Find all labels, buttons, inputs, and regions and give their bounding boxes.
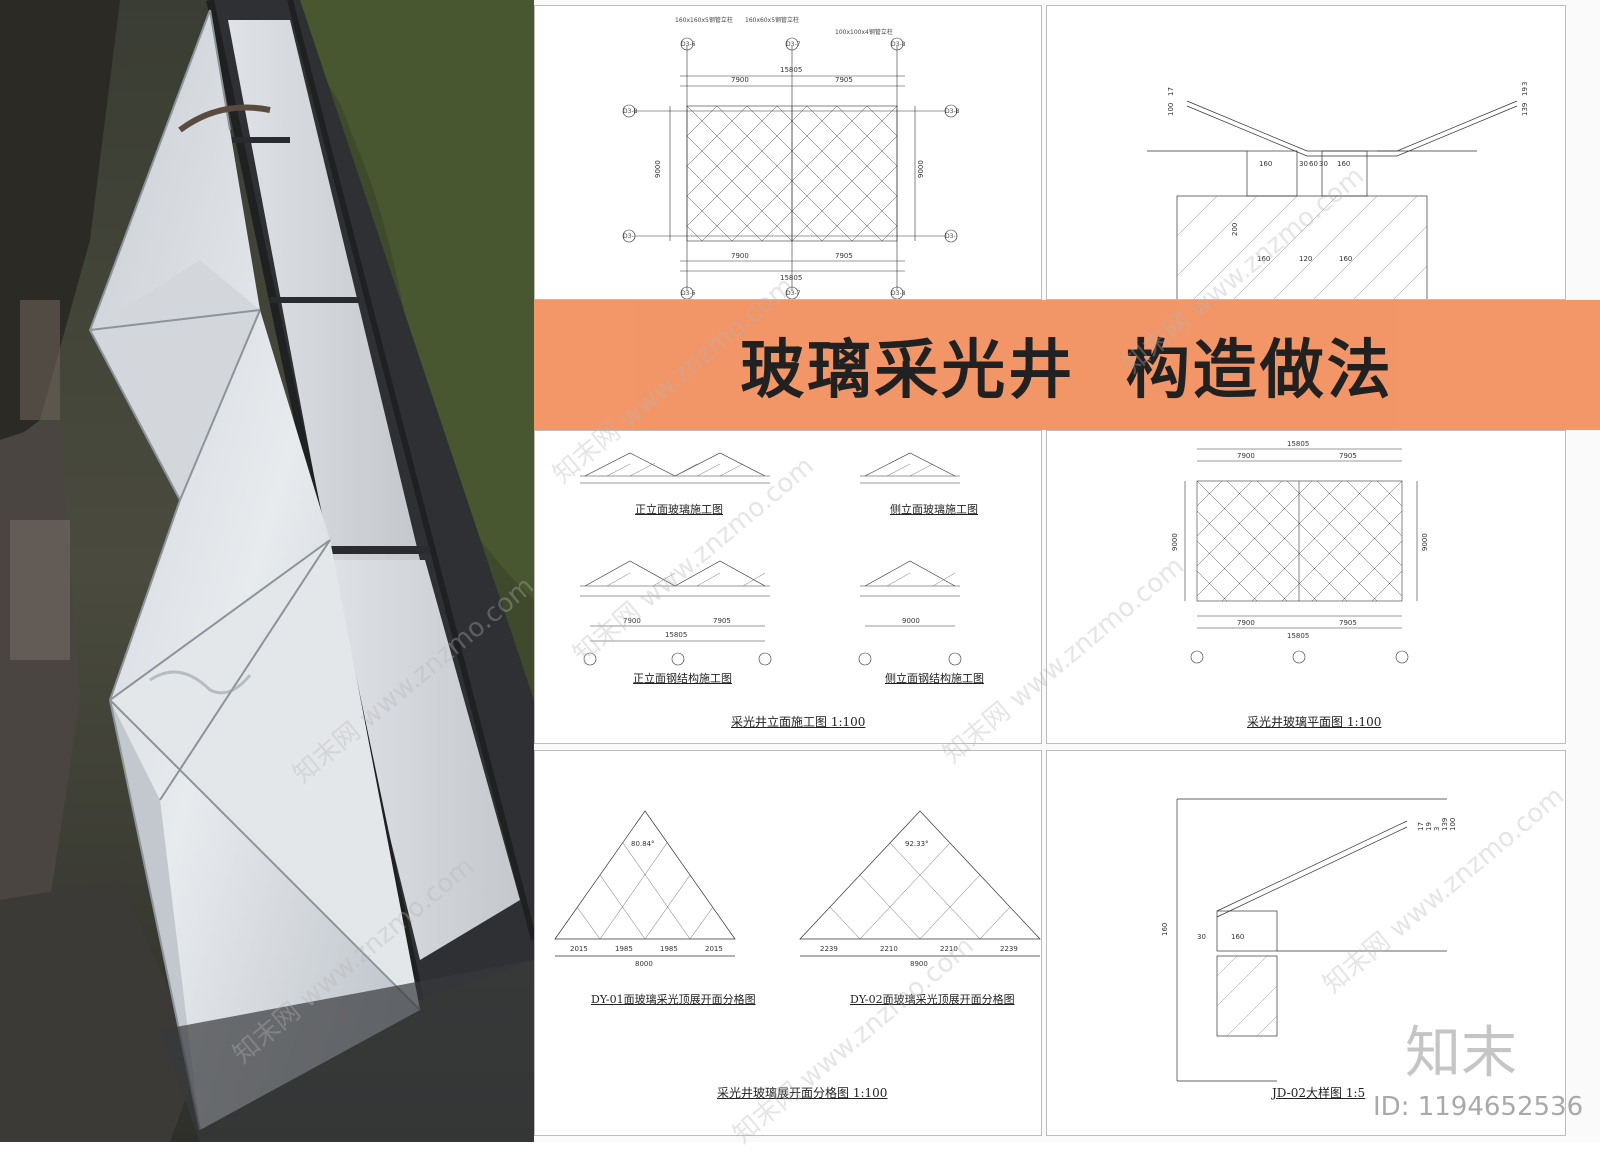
unfold-panel: 80.84° 92.33° 2015 1985 1985 2015 8000 2… (534, 750, 1042, 1136)
dim-label: 2239 (1000, 945, 1018, 953)
note-label: 100x100x4钢管立柱 (835, 28, 893, 36)
caption-side-steel: 侧立面钢结构施工图 (885, 672, 984, 685)
dim-label: 7900 (1237, 452, 1255, 460)
section-panel: 160 30 60 30 160 160 120 160 200 100 17 … (1046, 5, 1566, 300)
dim-label: 30 (1319, 160, 1328, 168)
dim-label: 15805 (665, 631, 687, 639)
caption-detail: JD-02大样图 1:5 (1272, 1086, 1366, 1100)
dim-label: 7900 (623, 617, 641, 625)
dim-label: 7905 (1339, 452, 1357, 460)
dim-label: 160 (1231, 933, 1244, 941)
axis-label: D3-8 (891, 290, 906, 297)
elevation-panel: 7900 7905 15805 9000 正立面玻璃施工图 侧立面玻璃施工图 正… (534, 430, 1042, 744)
axis-label: D3-6 (681, 290, 696, 297)
drawing-sheet: D3-6 D3-7 D3-8 D3-6 D3-7 D3-8 D3-B D3-J … (534, 0, 1600, 1142)
dim-label: 1985 (615, 945, 633, 953)
dim-label: 7905 (713, 617, 731, 625)
skylight-photo (0, 0, 534, 1142)
dim-label: 17 (1167, 87, 1175, 96)
dim-label: 7905 (835, 76, 853, 84)
dim-label: 160 (1259, 160, 1272, 168)
dim-label: 17 (1417, 822, 1425, 831)
dim-label: 30 (1299, 160, 1308, 168)
dim-label: 3 (1433, 827, 1441, 831)
axis-label: D3-B (623, 108, 638, 115)
dim-label: 8000 (635, 960, 653, 968)
dim-label: 8900 (910, 960, 928, 968)
glass-plan-panel: 7900 7905 15805 7900 7905 15805 9000 900… (1046, 430, 1566, 744)
axis-label: D3-J (945, 233, 958, 240)
dim-label: 2210 (880, 945, 898, 953)
dim-label: 7900 (731, 76, 749, 84)
axis-label: D3-J (623, 233, 636, 240)
caption-elevation-main: 采光井立面施工图 1:100 (731, 715, 866, 729)
dim-label: 9000 (654, 160, 662, 178)
angle-label: 92.33° (905, 840, 929, 848)
dim-label: 15805 (1287, 440, 1309, 448)
dim-label: 100 (1449, 818, 1457, 831)
caption-glass-plan: 采光井玻璃平面图 1:100 (1247, 715, 1382, 729)
dim-label: 160 (1337, 160, 1350, 168)
plan-drawing: D3-6 D3-7 D3-8 D3-6 D3-7 D3-8 D3-B D3-J … (622, 16, 960, 299)
dim-label: 60 (1309, 160, 1318, 168)
dim-label: 7900 (1237, 619, 1255, 627)
dim-label: 100 (1167, 103, 1175, 116)
dim-label: 139 (1441, 818, 1449, 831)
dim-label: 7905 (1339, 619, 1357, 627)
dim-label: 7900 (731, 252, 749, 260)
angle-label: 80.84° (631, 840, 655, 848)
axis-label: D3-6 (681, 41, 696, 48)
dim-label: 19 (1521, 87, 1529, 96)
dim-label: 1985 (660, 945, 678, 953)
note-label: 160x60x5钢管立柱 (745, 16, 799, 24)
dim-label: 2239 (820, 945, 838, 953)
dim-label: 139 (1521, 103, 1529, 116)
brand-logo: 知末 (1405, 1021, 1517, 1086)
dim-label: 9000 (902, 617, 920, 625)
detail-panel: 160 30 160 17 19 3 139 100 JD-02大样图 1:5 (1046, 750, 1566, 1136)
glass-plan-drawing: 7900 7905 15805 7900 7905 15805 9000 900… (1171, 440, 1429, 664)
dim-label: 2015 (570, 945, 588, 953)
dim-label: 160 (1161, 923, 1169, 936)
caption-unfold-main: 采光井玻璃展开面分格图 1:100 (717, 1086, 888, 1100)
detail-drawing: 160 30 160 17 19 3 139 100 (1161, 798, 1457, 1082)
title-banner: 玻璃采光井 构造做法 (534, 300, 1600, 430)
dim-label: 160 (1339, 255, 1352, 263)
dim-label: 30 (1197, 933, 1206, 941)
dim-label: 15805 (780, 274, 802, 282)
dim-label: 2210 (940, 945, 958, 953)
dim-label: 7905 (835, 252, 853, 260)
dim-label: 2015 (705, 945, 723, 953)
dim-label: 3 (1521, 82, 1529, 86)
caption-dy01: DY-01面玻璃采光顶展开面分格图 (591, 993, 756, 1006)
elevation-drawings: 7900 7905 15805 9000 (580, 452, 962, 666)
caption-side-glass: 侧立面玻璃施工图 (890, 503, 978, 516)
axis-label: D3-8 (891, 41, 906, 48)
banner-title: 玻璃采光井 构造做法 (740, 334, 1394, 408)
dim-label: 19 (1425, 822, 1433, 831)
image-id: ID: 1194652536 (1373, 1092, 1584, 1122)
section-drawing: 160 30 60 30 160 160 120 160 200 100 17 … (1147, 82, 1529, 299)
dim-label: 160 (1257, 255, 1270, 263)
note-label: 160x160x5钢管立柱 (675, 16, 733, 24)
axis-label: D3-B (945, 108, 960, 115)
caption-dy02: DY-02面玻璃采光顶展开面分格图 (850, 993, 1015, 1006)
dim-label: 9000 (1171, 533, 1179, 551)
axis-label: D3-7 (786, 41, 801, 48)
dim-label: 9000 (917, 160, 925, 178)
dim-label: 120 (1299, 255, 1312, 263)
dim-label: 9000 (1421, 533, 1429, 551)
axis-label: D3-7 (786, 290, 801, 297)
dim-label: 15805 (780, 66, 802, 74)
plan-panel: D3-6 D3-7 D3-8 D3-6 D3-7 D3-8 D3-B D3-J … (534, 5, 1042, 300)
caption-front-steel: 正立面钢结构施工图 (633, 672, 732, 685)
dim-label: 15805 (1287, 632, 1309, 640)
caption-front-glass: 正立面玻璃施工图 (635, 503, 723, 516)
dim-label: 200 (1231, 223, 1239, 236)
unfold-drawings: 80.84° 92.33° 2015 1985 1985 2015 8000 2… (554, 810, 1041, 968)
